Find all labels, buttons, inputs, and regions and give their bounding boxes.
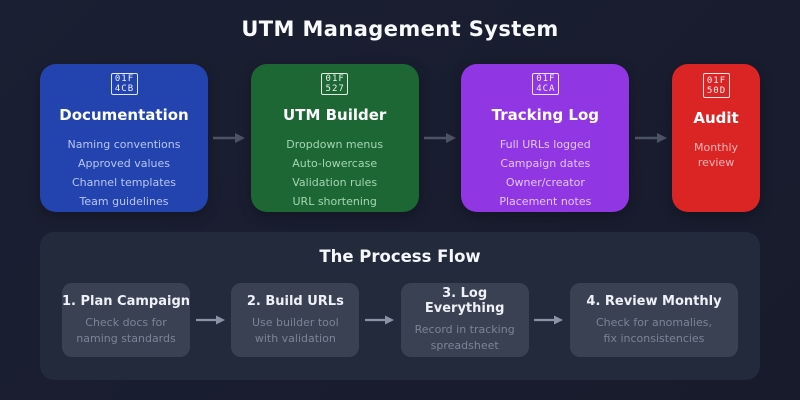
clipboard-icon: 01F 4CB [110, 73, 138, 95]
process-step-4: 4. Review Monthly Check for anomalies, f… [569, 283, 738, 357]
stage-cards-row: 01F 4CB Documentation Naming conventions… [40, 64, 761, 213]
step-title: 1. Plan Campaign [62, 293, 191, 309]
stage-feature: Channel templates [71, 176, 177, 189]
step-arrow-icon [359, 314, 400, 326]
process-step-3: 3. Log Everything Record in tracking spr… [400, 283, 529, 357]
magnifying-glass-icon: 01F 50D [702, 73, 730, 98]
stage-card-tracking-log: 01F 4CA Tracking Log Full URLs logged Ca… [461, 64, 630, 213]
glyph-hex-row: 50D [706, 85, 727, 96]
flow-arrow-icon [629, 64, 672, 212]
stage-feature: Naming conventions [67, 138, 181, 151]
process-step-1: 1. Plan Campaign Check docs for naming s… [62, 283, 190, 357]
step-arrow-icon [529, 314, 570, 326]
stage-feature-list: Monthly review [672, 140, 760, 174]
bar-chart-icon: 01F 4CA [531, 73, 559, 95]
stage-feature: Team guidelines [79, 195, 169, 208]
flow-arrow-icon [208, 64, 251, 212]
stage-card-documentation: 01F 4CB Documentation Naming conventions… [40, 64, 208, 212]
glyph-hex-row: 4CB [114, 84, 135, 94]
step-title: 4. Review Monthly [586, 293, 722, 309]
stage-title: Tracking Log [491, 106, 600, 124]
stage-feature: Validation rules [292, 176, 378, 189]
step-title: 2. Build URLs [246, 293, 344, 309]
glyph-hex-row: 4CA [536, 84, 556, 94]
step-description: Check docs for naming standards [76, 315, 176, 345]
stage-title: UTM Builder [283, 106, 387, 124]
stage-feature: Monthly review [693, 141, 739, 169]
stage-feature: Approved values [77, 157, 171, 170]
stage-feature: URL shortening [292, 195, 377, 208]
glyph-hex-row: 01F [325, 74, 345, 84]
process-step-2: 2. Build URLs Use builder tool with vali… [231, 283, 360, 357]
process-flow-title: The Process Flow [319, 247, 481, 266]
stage-feature-list: Dropdown menus Auto-lowercase Validation… [278, 137, 391, 213]
stage-feature: Owner/creator [505, 176, 585, 189]
step-title: 3. Log Everything [424, 286, 505, 316]
glyph-hex-row: 01F [706, 75, 727, 86]
step-description: Use builder tool with validation [251, 315, 339, 345]
step-description: Check for anomalies, fix inconsistencies [596, 315, 712, 345]
stage-feature: Campaign dates [500, 157, 591, 170]
step-description: Record in tracking spreadsheet [414, 323, 515, 352]
glyph-hex-row: 01F [536, 74, 556, 84]
stage-title: Documentation [59, 106, 189, 124]
step-arrow-icon [190, 314, 231, 326]
glyph-hex-row: 01F [114, 74, 135, 84]
stage-feature: Placement notes [499, 195, 592, 208]
flow-arrow-icon [419, 64, 462, 212]
stage-card-utm-builder: 01F 527 UTM Builder Dropdown menus Auto-… [250, 64, 419, 213]
stage-feature-list: Full URLs logged Campaign dates Owner/cr… [491, 137, 599, 213]
stage-feature-list: Naming conventions Approved values Chann… [60, 137, 189, 213]
process-steps-row: 1. Plan Campaign Check docs for naming s… [62, 283, 738, 357]
page-title: UTM Management System [241, 17, 559, 41]
stage-feature: Auto-lowercase [292, 157, 378, 170]
process-flow-panel: The Process Flow 1. Plan Campaign Check … [40, 232, 760, 380]
glyph-hex-row: 527 [325, 84, 345, 94]
stage-feature: Dropdown menus [286, 138, 384, 151]
stage-card-audit: 01F 50D Audit Monthly review [672, 64, 761, 212]
stage-feature: Full URLs logged [499, 138, 591, 151]
wrench-icon: 01F 527 [321, 73, 349, 95]
stage-title: Audit [693, 109, 739, 127]
